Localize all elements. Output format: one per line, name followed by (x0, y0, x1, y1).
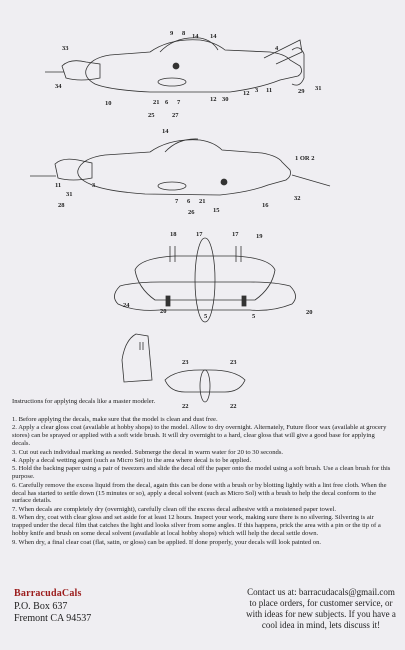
callout: 1 OR 2 (295, 155, 315, 162)
callout: 17 (196, 231, 203, 238)
callout: 24 (123, 302, 130, 309)
callout: 20 (160, 308, 167, 315)
po-box: P.O. Box 637 (14, 601, 68, 612)
instruction-step: 7. When decals are completely dry (overn… (12, 505, 337, 513)
callout: 5 (252, 313, 256, 320)
side-view-2 (30, 138, 331, 196)
callout: 29 (298, 88, 305, 95)
callout: 3 (92, 182, 96, 189)
callout: 10 (105, 100, 112, 107)
tail-fin-detail (121, 333, 153, 383)
tail-labels: 23 23 22 22 (182, 359, 237, 410)
side-view-2-labels: 14 1 OR 2 11 3 31 28 7 6 21 26 15 16 32 (55, 128, 315, 216)
callout: 16 (262, 202, 269, 209)
contact-info: Contact us at: barracudacals@gmail.com t… (246, 587, 396, 630)
callout: 33 (62, 45, 69, 52)
city-zip: Fremont CA 94537 (14, 612, 92, 624)
instructions-section: Instructions for applying decals like a … (12, 398, 394, 547)
callout: 17 (232, 231, 239, 238)
callout: 7 (175, 198, 179, 205)
callout: 18 (170, 231, 177, 238)
callout: 25 (148, 112, 155, 119)
callout: 5 (204, 313, 208, 320)
callout: 3 (255, 87, 259, 94)
callout: 34 (55, 83, 62, 90)
instruction-step: 8. When dry, coat with clear gloss and s… (12, 514, 381, 538)
callout: 15 (213, 207, 220, 214)
company-address: BarracudaCals P.O. Box 637 Fremont CA 94… (14, 588, 154, 624)
callout: 11 (266, 87, 272, 94)
callout: 9 (170, 30, 174, 37)
instructions-heading: Instructions for applying decals like a … (12, 398, 156, 405)
callout: 23 (230, 359, 237, 366)
wing-planform (114, 237, 296, 323)
instruction-step: 4. Apply a decal wetting agent (such as … (12, 456, 252, 464)
instruction-step: 1. Before applying the decals, make sure… (12, 415, 218, 423)
callout: 12 (210, 96, 217, 103)
callout: 30 (222, 96, 229, 103)
instruction-step: 3. Cut out each individual marking as ne… (12, 448, 284, 456)
brand-logo: BarracudaCals (14, 588, 82, 599)
callout: 32 (294, 195, 301, 202)
callout: 8 (182, 30, 186, 37)
instruction-step: 6. Carefully remove the excess liquid fr… (12, 481, 387, 505)
callout: 12 (243, 90, 250, 97)
callout: 31 (315, 85, 322, 92)
callout: 27 (172, 112, 179, 119)
callout: 6 (187, 198, 191, 205)
callout: 4 (275, 45, 279, 52)
side-view-1-labels: 9 8 14 14 4 33 34 10 21 6 7 12 3 11 29 2… (55, 30, 322, 119)
instructions-list: 1. Before applying the decals, make sure… (12, 416, 394, 547)
callout: 20 (306, 309, 313, 316)
callout: 21 (199, 198, 206, 205)
callout: 14 (162, 128, 169, 135)
callout: 6 (165, 99, 169, 106)
side-view-1 (45, 37, 305, 93)
callout: 7 (177, 99, 181, 106)
callout: 19 (256, 233, 263, 240)
callout: 21 (153, 99, 160, 106)
callout: 28 (58, 202, 65, 209)
callout: 14 (192, 33, 199, 40)
callout: 14 (210, 33, 217, 40)
instruction-step: 9. When dry, a final clear coat (flat, s… (12, 538, 322, 546)
callout: 22 (230, 403, 237, 410)
instruction-step: 5. Hold the backing paper using a pair o… (12, 465, 391, 481)
tail-stabilizer (164, 369, 246, 403)
callout: 31 (66, 191, 73, 198)
callout: 22 (182, 403, 189, 410)
planform-labels: 18 17 17 19 24 20 5 5 20 (123, 231, 313, 320)
callout: 11 (55, 182, 61, 189)
aircraft-placement-diagram: 9 8 14 14 4 33 34 10 21 6 7 12 3 11 29 2… (30, 30, 331, 410)
instruction-step: 2. Apply a clear gloss coat (available a… (12, 424, 387, 448)
callout: 23 (182, 359, 189, 366)
callout: 26 (188, 209, 195, 216)
